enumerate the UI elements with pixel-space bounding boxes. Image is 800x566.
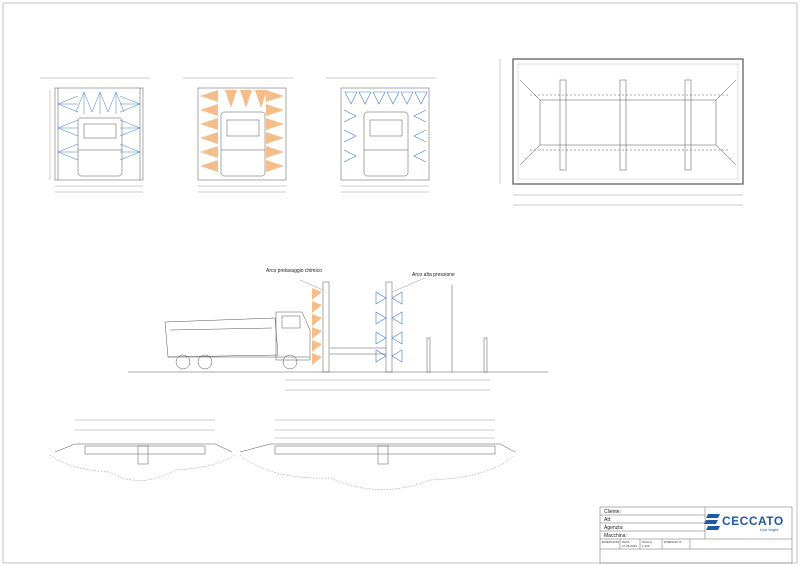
- plan-view: [499, 58, 744, 206]
- agenzia-label: Agenzia:: [604, 525, 624, 531]
- front-view-3-sprays: [343, 91, 428, 163]
- front-view-2: [183, 77, 293, 193]
- brand-tagline: Live bright: [760, 527, 779, 532]
- label-arco-alta-pressione: Arco alta pressione: [412, 272, 455, 278]
- title-block: [599, 506, 793, 564]
- date-header: DATA: [622, 540, 630, 544]
- macchina-label: Macchina:: [604, 533, 627, 539]
- front-view-3: [326, 77, 436, 193]
- front-view-1: [40, 77, 150, 193]
- brand-name: CECCATO: [722, 514, 784, 528]
- scale-header: SCALA: [642, 540, 652, 544]
- section-view-left: [49, 419, 236, 481]
- leader-lines: [299, 277, 426, 293]
- front-view-2-sprays: [200, 90, 284, 172]
- label-arco-prelavaggio: Arco prelavaggio chimico: [266, 268, 322, 274]
- side-elevation: [128, 281, 548, 391]
- scale-value: 1:100: [642, 544, 650, 548]
- date-value: 27.06.2022: [622, 544, 638, 548]
- att-label: Att:: [604, 517, 612, 523]
- side-sprays-orange: [312, 288, 322, 365]
- front-view-1-sprays: [57, 91, 141, 161]
- side-sprays-blue: [375, 291, 403, 363]
- cliente-label: Cliente:: [604, 509, 621, 515]
- disegno-header: DISEGNO N°: [664, 540, 683, 544]
- section-view-right: [239, 419, 516, 490]
- drawing-header: DISEGNATO: [602, 540, 620, 544]
- ceccato-logo-mark: [704, 514, 720, 530]
